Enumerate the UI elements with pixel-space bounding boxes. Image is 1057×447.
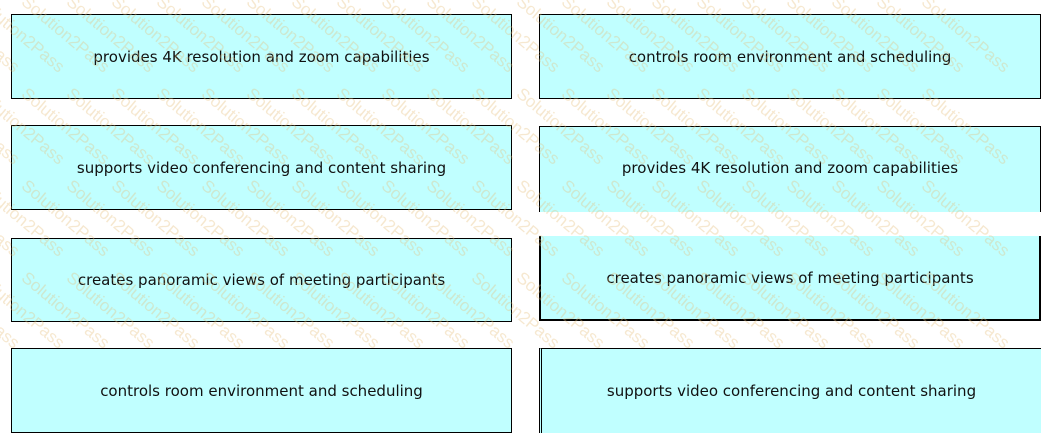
item-label: supports video conferencing and content … bbox=[606, 382, 977, 400]
item-label: provides 4K resolution and zoom capabili… bbox=[93, 47, 430, 66]
item-label: creates panoramic views of meeting parti… bbox=[77, 271, 446, 289]
target-slot-1[interactable]: controls room environment and scheduling bbox=[539, 14, 1041, 99]
source-item-2[interactable]: supports video conferencing and content … bbox=[11, 125, 512, 210]
item-label: supports video conferencing and content … bbox=[76, 158, 447, 177]
item-label: controls room environment and scheduling bbox=[100, 381, 423, 400]
source-item-1[interactable]: provides 4K resolution and zoom capabili… bbox=[11, 14, 512, 99]
item-label: provides 4K resolution and zoom capabili… bbox=[621, 158, 959, 177]
target-slot-2[interactable]: provides 4K resolution and zoom capabili… bbox=[539, 126, 1041, 212]
item-label: controls room environment and scheduling bbox=[628, 47, 952, 66]
source-item-4[interactable]: controls room environment and scheduling bbox=[11, 348, 512, 433]
target-slot-3[interactable]: creates panoramic views of meeting parti… bbox=[539, 236, 1041, 321]
target-slot-4[interactable]: supports video conferencing and content … bbox=[539, 348, 1041, 433]
item-label: creates panoramic views of meeting parti… bbox=[606, 268, 974, 287]
source-item-3[interactable]: creates panoramic views of meeting parti… bbox=[11, 238, 512, 322]
